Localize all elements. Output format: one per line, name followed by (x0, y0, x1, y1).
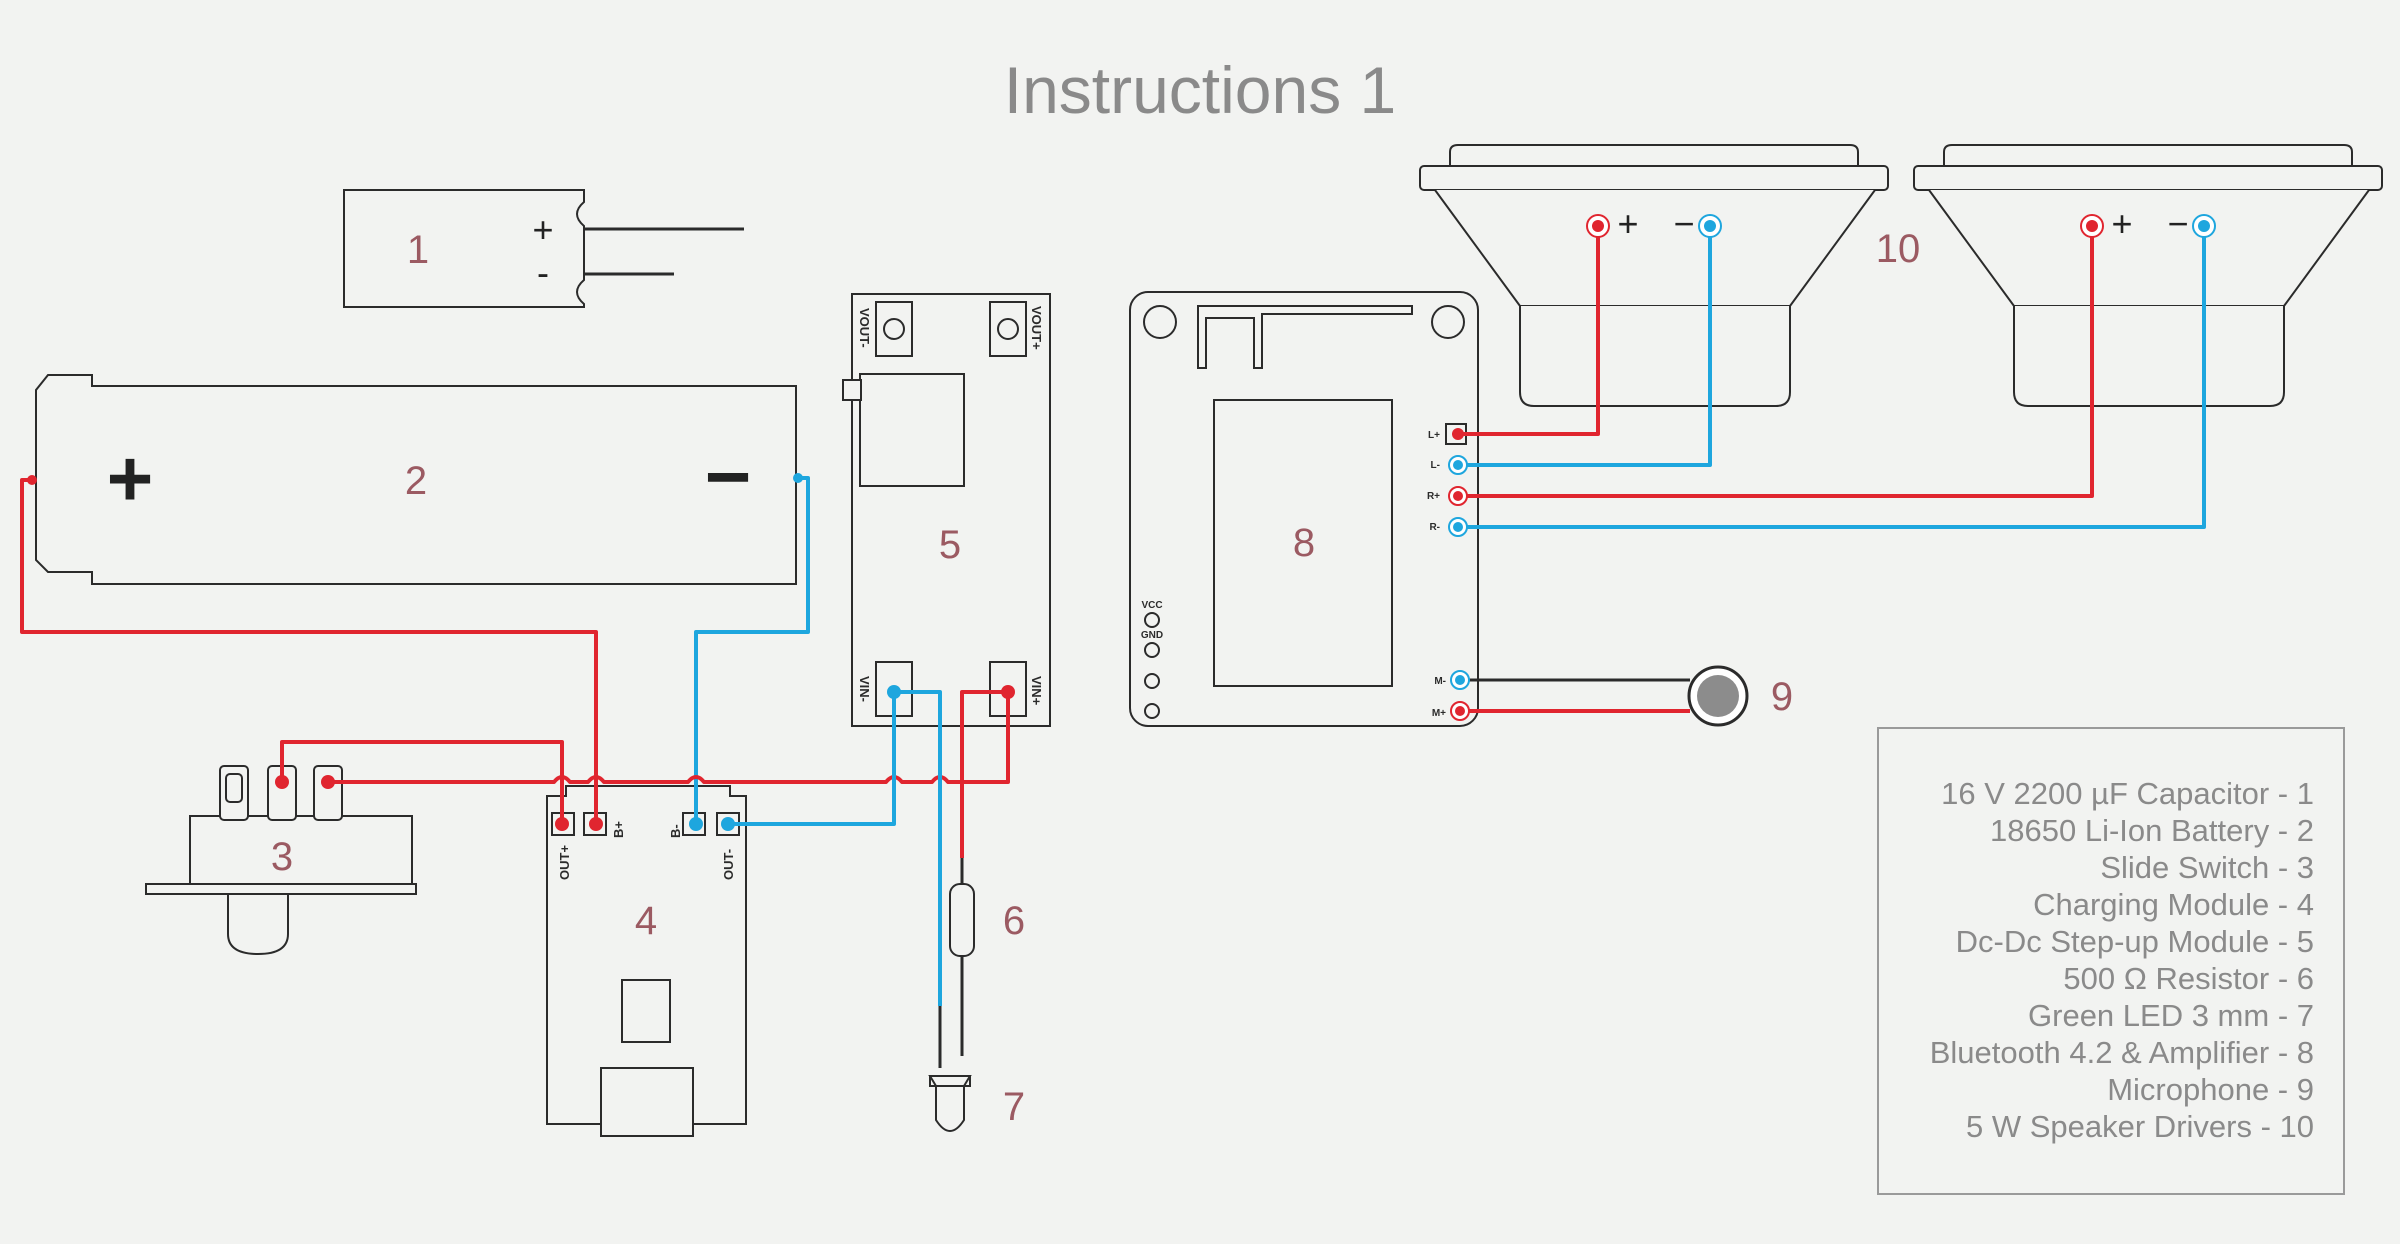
capacitor-component: + - 1 (343, 189, 744, 308)
battery-number: 2 (405, 459, 427, 503)
capacitor-minus-label: - (537, 252, 549, 293)
amp-r-minus-label: R- (1429, 522, 1440, 533)
battery-plus-label: + (107, 434, 154, 523)
speaker-right-component: + − (1913, 144, 2383, 407)
boost-vin-minus-label: VIN- (857, 676, 872, 702)
legend-item-9: Microphone - 9 (2107, 1072, 2314, 1107)
wire-l-plus (1458, 226, 1600, 436)
resistor-number: 6 (1003, 899, 1025, 943)
slide-switch-component: 3 (145, 765, 417, 956)
wire-charger-out-minus (728, 690, 896, 826)
legend-item-1: 16 V 2200 µF Capacitor - 1 (1941, 776, 2314, 811)
speaker-left-component: + − (1419, 144, 1889, 407)
legend-item-10: 5 W Speaker Drivers - 10 (1966, 1109, 2314, 1144)
wire-switch-out-plus (280, 740, 564, 824)
amplifier-module-component: VCC GND L+ L- R+ R- M- M+ 8 (1129, 291, 1479, 727)
speaker-right-minus-label: − (2167, 203, 2188, 244)
boost-module-component: VOUT- VOUT+ VIN- VIN+ 5 (842, 293, 1051, 727)
legend-item-8: Bluetooth 4.2 & Amplifier - 8 (1930, 1035, 2314, 1070)
wire-vin-plus-resistor (960, 690, 1008, 858)
led-component: 7 (928, 1006, 1025, 1132)
microphone-component: 9 (1460, 665, 1793, 727)
microphone-number: 9 (1771, 675, 1793, 719)
wire-battery-plus (20, 478, 598, 824)
amp-m-minus-label: M- (1434, 676, 1446, 687)
wire-r-plus (1458, 226, 2094, 498)
charger-out-plus-label: OUT+ (557, 845, 572, 880)
capacitor-number: 1 (407, 228, 429, 272)
legend-item-3: Slide Switch - 3 (2100, 850, 2314, 885)
amp-r-plus-label: R+ (1427, 491, 1440, 502)
legend-item-6: 500 Ω Resistor - 6 (2063, 961, 2314, 996)
wire-battery-minus (694, 476, 810, 824)
legend-item-5: Dc-Dc Step-up Module - 5 (1956, 924, 2314, 959)
charger-out-minus-label: OUT- (721, 849, 736, 880)
resistor-component: 6 (949, 858, 1025, 1056)
amp-vcc-label: VCC (1141, 600, 1162, 611)
boost-vin-plus-label: VIN+ (1029, 676, 1044, 706)
charger-number: 4 (635, 899, 657, 943)
charging-module-component: OUT+ B+ B- OUT- 4 (546, 785, 747, 1137)
charger-b-minus-label: B- (668, 824, 683, 838)
boost-vout-plus-label: VOUT+ (1029, 306, 1044, 350)
legend-item-4: Charging Module - 4 (2033, 887, 2314, 922)
battery-component: + − 2 (35, 374, 797, 585)
switch-number: 3 (271, 835, 293, 879)
amp-l-plus-label: L+ (1428, 430, 1440, 441)
capacitor-plus-label: + (532, 209, 553, 250)
legend-item-2: 18650 Li-Ion Battery - 2 (1990, 813, 2314, 848)
amp-l-minus-label: L- (1431, 460, 1440, 471)
connection-dots (27, 214, 2216, 831)
speakers-number: 10 (1876, 227, 1921, 271)
speaker-left-minus-label: − (1673, 203, 1694, 244)
wire-r-minus (1458, 226, 2206, 529)
amplifier-number: 8 (1293, 521, 1315, 565)
battery-minus-label: − (705, 432, 752, 521)
wire-switch-vin-plus (328, 690, 1010, 784)
wire-l-minus (1458, 226, 1712, 467)
speaker-right-plus-label: + (2111, 203, 2132, 244)
boost-vout-minus-label: VOUT- (857, 308, 872, 348)
boost-number: 5 (939, 523, 961, 567)
legend-item-7: Green LED 3 mm - 7 (2028, 998, 2314, 1033)
charger-b-plus-label: B+ (611, 821, 626, 838)
wire-vin-minus-led (894, 690, 942, 1006)
led-number: 7 (1003, 1085, 1025, 1129)
speaker-left-plus-label: + (1617, 203, 1638, 244)
page-title: Instructions 1 (1004, 53, 1397, 127)
wires (20, 226, 2206, 1006)
amp-gnd-label: GND (1141, 630, 1163, 641)
legend-box: 16 V 2200 µF Capacitor - 1 18650 Li-Ion … (1877, 727, 2345, 1195)
amp-m-plus-label: M+ (1432, 708, 1446, 719)
